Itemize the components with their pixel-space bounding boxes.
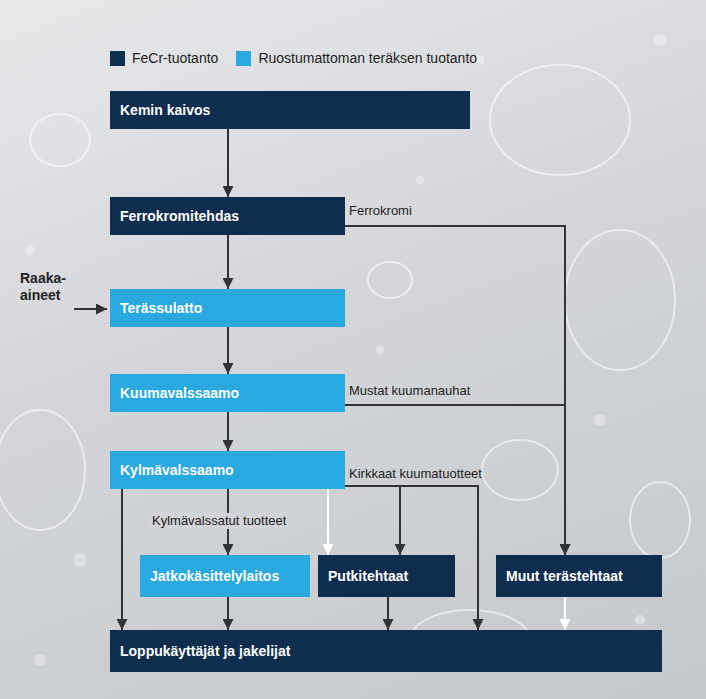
flow-arrow: [564, 597, 566, 630]
flow-arrow: [227, 597, 229, 630]
box-label: Putkitehtaat: [328, 568, 408, 585]
box-label: Loppukäyttäjät ja jakelijat: [120, 643, 290, 660]
process-box: Jatkokäsittelylaitos: [140, 555, 310, 597]
flow-arrow: [121, 489, 123, 630]
input-arrow: [74, 308, 107, 310]
box-label: Kemin kaivos: [120, 102, 210, 119]
legend-text: Ruostumattoman teräksen tuotanto: [258, 50, 477, 66]
box-label: Jatkokäsittelylaitos: [150, 568, 279, 585]
process-box: Kuumavalssaamo: [110, 374, 345, 412]
flow-label: Mustat kuumanauhat: [347, 383, 472, 399]
flow-arrow: [345, 405, 565, 555]
legend-swatch: [110, 51, 125, 66]
legend: FeCr-tuotanto Ruostumattoman teräksen tuo…: [110, 50, 495, 66]
process-box: Loppukäyttäjät ja jakelijat: [110, 630, 662, 672]
flow-arrow: [227, 327, 229, 374]
process-box: Kylmävalssaamo: [110, 451, 345, 489]
process-box: Putkitehtaat: [318, 555, 455, 597]
box-label: Terässulatto: [120, 300, 202, 317]
box-label: Kuumavalssaamo: [120, 385, 239, 402]
legend-item: FeCr-tuotanto: [110, 50, 218, 66]
flow-arrow: [387, 597, 389, 630]
flow-label: Kirkkaat kuumatuotteet: [347, 466, 484, 482]
process-box: Terässulatto: [110, 289, 345, 327]
flow-label: Ferrokromi: [347, 203, 414, 219]
input-label: Raaka-aineet: [20, 270, 76, 304]
legend-swatch: [236, 51, 251, 66]
box-label: Muut terästehtaat: [506, 568, 623, 585]
process-box: Ferrokromitehdas: [110, 197, 345, 235]
flow-arrow: [227, 412, 229, 451]
process-box: Muut terästehtaat: [496, 555, 662, 597]
flow-label: Kylmävalssatut tuotteet: [150, 513, 288, 529]
flow-arrow: [345, 486, 400, 555]
flow-arrow: [227, 129, 229, 197]
legend-text: FeCr-tuotanto: [132, 50, 218, 66]
box-label: Ferrokromitehdas: [120, 208, 239, 225]
legend-item: Ruostumattoman teräksen tuotanto: [236, 50, 477, 66]
flow-arrow: [227, 235, 229, 289]
box-label: Kylmävalssaamo: [120, 462, 234, 479]
flow-arrow: [327, 489, 329, 555]
flow-arrow: [345, 226, 565, 555]
process-box: Kemin kaivos: [110, 91, 470, 129]
